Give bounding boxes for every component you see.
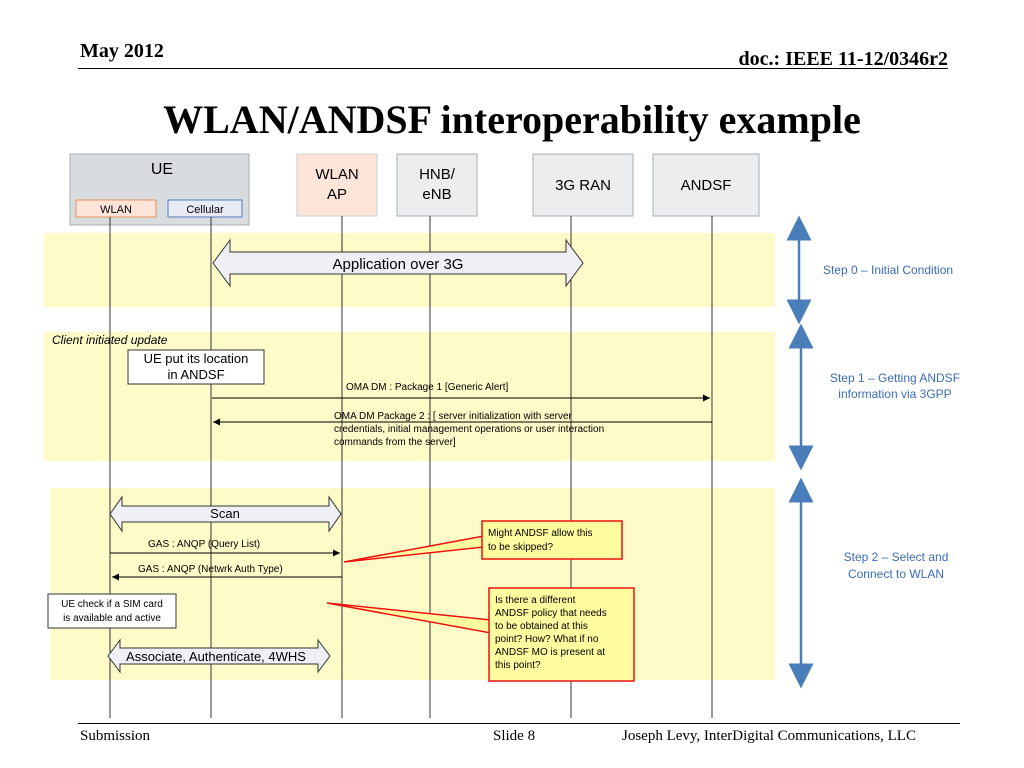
ue-wlan-label: WLAN: [100, 204, 132, 216]
header-rule: [78, 68, 948, 69]
step0-label: Step 0 – Initial Condition: [823, 263, 953, 277]
callout1-box: [481, 520, 623, 560]
callout2-line2: ANDSF policy that needs: [495, 608, 607, 619]
callout2-line6: this point?: [495, 660, 541, 671]
application-over-3g-arrow: [212, 238, 584, 288]
oma-dm-package2-line3: commands from the server]: [334, 437, 456, 448]
wlan-ap-label-line1: WLAN: [315, 166, 358, 183]
ue-wlan-box: [75, 199, 157, 218]
gas-auth-type-label: GAS : ANQP (Netwrk Auth Type): [138, 564, 283, 575]
oma-dm-package2-line2: credentials, initial management operatio…: [334, 424, 604, 435]
header-date: May 2012: [80, 40, 164, 62]
3g-ran-label: 3G RAN: [555, 177, 611, 194]
ue-location-line1: UE put its location: [144, 351, 249, 366]
wlan-ap-label-line2: AP: [327, 186, 347, 203]
oma-dm-package1-label: OMA DM : Package 1 [Generic Alert]: [346, 382, 509, 393]
sim-check-box: [47, 593, 177, 629]
andsf-entity-box: [652, 153, 760, 217]
step1-label-line2: information via 3GPP: [838, 387, 951, 401]
step2-label-line1: Step 2 – Select and: [844, 550, 949, 564]
gas-query-list-label: GAS : ANQP (Query List): [148, 539, 260, 550]
wlan-ap-entity-box: [296, 153, 378, 217]
step2-label-line2: Connect to WLAN: [848, 567, 944, 581]
hnb-label-line2: eNB: [422, 186, 451, 203]
step1-label-line1: Step 1 – Getting ANDSF: [830, 371, 960, 385]
application-over-3g-label: Application over 3G: [333, 256, 464, 273]
hnb-entity-box: [396, 153, 478, 217]
sim-check-line1: UE check if a SIM card: [61, 599, 163, 610]
footer-slide-number: Slide 8: [493, 728, 536, 744]
ue-cellular-box: [167, 199, 243, 218]
scan-label: Scan: [210, 506, 240, 521]
callout1-line2: to be skipped?: [488, 542, 553, 553]
3g-ran-entity-box: [532, 153, 634, 217]
callout2-line1: Is there a different: [495, 595, 576, 606]
footer-submission: Submission: [80, 728, 151, 744]
callout2-line3: to be obtained at this: [495, 621, 588, 632]
scan-arrow: [109, 495, 342, 533]
ue-location-box: [127, 349, 265, 385]
callout2-line5: ANDSF MO is present at: [495, 647, 605, 658]
header-doc-id: doc.: IEEE 11-12/0346r2: [738, 48, 948, 70]
slide-title: WLAN/ANDSF interoperability example: [163, 97, 861, 142]
hnb-label-line1: HNB/: [419, 166, 456, 183]
callout2-line4: point? How? What if no: [495, 634, 599, 645]
callout2-box: [488, 587, 635, 682]
sim-check-line2: is available and active: [63, 613, 161, 624]
ue-entity-label: UE: [151, 161, 173, 178]
andsf-entity-label: ANDSF: [681, 177, 732, 194]
client-initiated-update-label: Client initiated update: [52, 333, 168, 347]
oma-dm-package2-line1: OMA DM Package 2 : [ server initializati…: [334, 411, 573, 422]
ue-cellular-label: Cellular: [186, 204, 224, 216]
callout1-line1: Might ANDSF allow this: [488, 528, 592, 539]
ue-location-line2: in ANDSF: [167, 367, 224, 382]
footer-rule: [78, 723, 960, 724]
associate-authenticate-arrow: [107, 638, 331, 674]
associate-authenticate-label: Associate, Authenticate, 4WHS: [126, 649, 306, 664]
footer-author: Joseph Levy, InterDigital Communications…: [622, 728, 916, 744]
